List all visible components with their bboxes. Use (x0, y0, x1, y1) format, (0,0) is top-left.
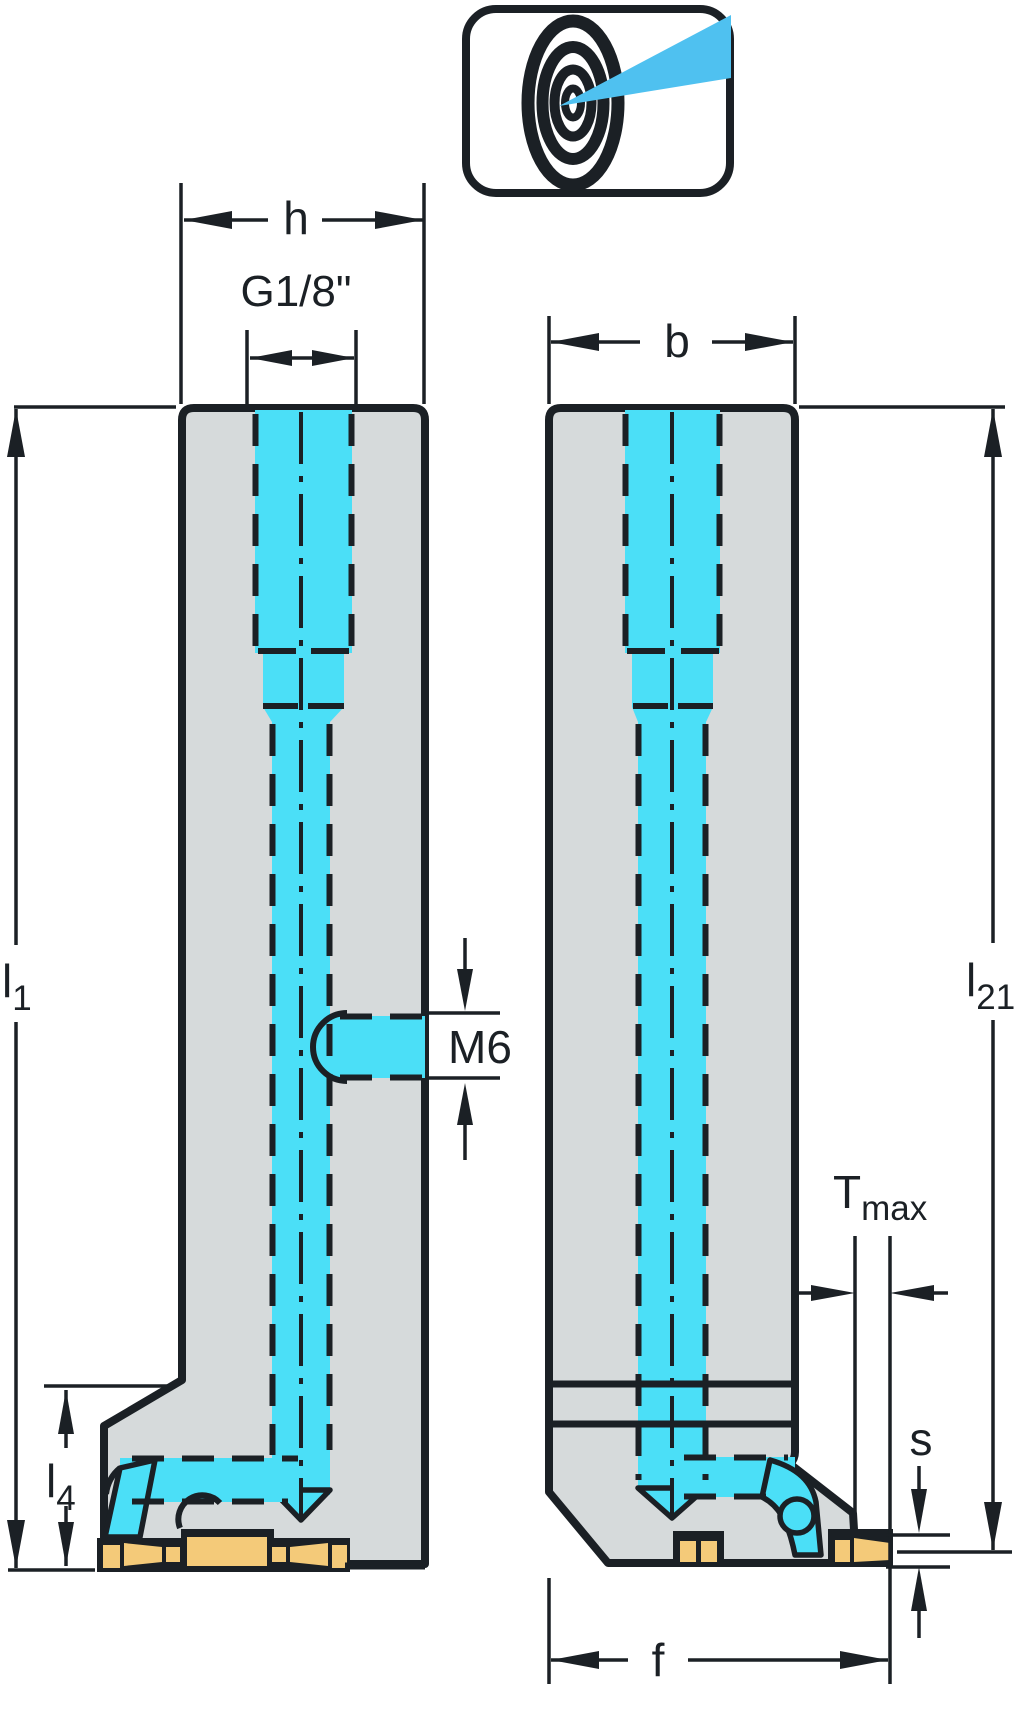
label-l1: l1 (2, 955, 32, 1018)
target-ring-mid (536, 41, 610, 165)
insert-segment (124, 1543, 162, 1566)
dim-b: b (547, 315, 797, 404)
target-ring-outer (521, 14, 625, 192)
side-view (97, 404, 429, 1572)
insert-segment (166, 1547, 180, 1562)
dim-l1: l1 (2, 405, 176, 1572)
insert-segment (332, 1545, 347, 1568)
dim-h: h (179, 183, 426, 404)
m6-port (330, 1016, 425, 1078)
insert-segment (835, 1540, 850, 1562)
dim-f: f (547, 1536, 892, 1686)
dim-m6: M6 (428, 938, 512, 1160)
front-view (545, 404, 893, 1567)
label-m6: M6 (448, 1021, 512, 1073)
clamp-screw (701, 1541, 717, 1562)
insert-segment (103, 1545, 120, 1568)
target-ring-inner (549, 64, 597, 142)
label-l4: l4 (46, 1455, 76, 1518)
label-tmax: Tmax (833, 1166, 928, 1228)
label-f: f (652, 1634, 665, 1686)
dim-s: s (886, 1413, 950, 1638)
dim-l4: l4 (44, 1384, 176, 1566)
m6-port-cap (310, 1010, 348, 1084)
side-view-body-outline (100, 404, 429, 1568)
coolant-jet-icon (559, 15, 731, 106)
side-view-channel-dashed-edges (132, 414, 422, 1505)
nozzle-ball (777, 1496, 817, 1536)
front-view-channel-dashed-edges (622, 414, 788, 1500)
label-thread: G1/8" (240, 267, 351, 316)
insert-segment (187, 1537, 267, 1566)
label-l21: l21 (966, 954, 1015, 1017)
clamp-screw (680, 1541, 696, 1562)
dim-thread: G1/8" (240, 267, 358, 404)
label-b: b (664, 315, 690, 367)
insert-segment (290, 1543, 328, 1566)
nozzle-arc (103, 1465, 122, 1495)
label-h: h (283, 192, 309, 244)
front-view-insert (673, 1529, 893, 1567)
insert-segment (854, 1538, 890, 1562)
insert-segment (272, 1547, 286, 1562)
dim-l21: l21 (799, 405, 1015, 1554)
dim-tmax: Tmax (797, 1166, 948, 1536)
side-view-insert-strip (97, 1529, 425, 1572)
precision-coolant-target-icon (462, 5, 734, 197)
label-s: s (910, 1413, 933, 1465)
nozzle-left (102, 1457, 158, 1540)
